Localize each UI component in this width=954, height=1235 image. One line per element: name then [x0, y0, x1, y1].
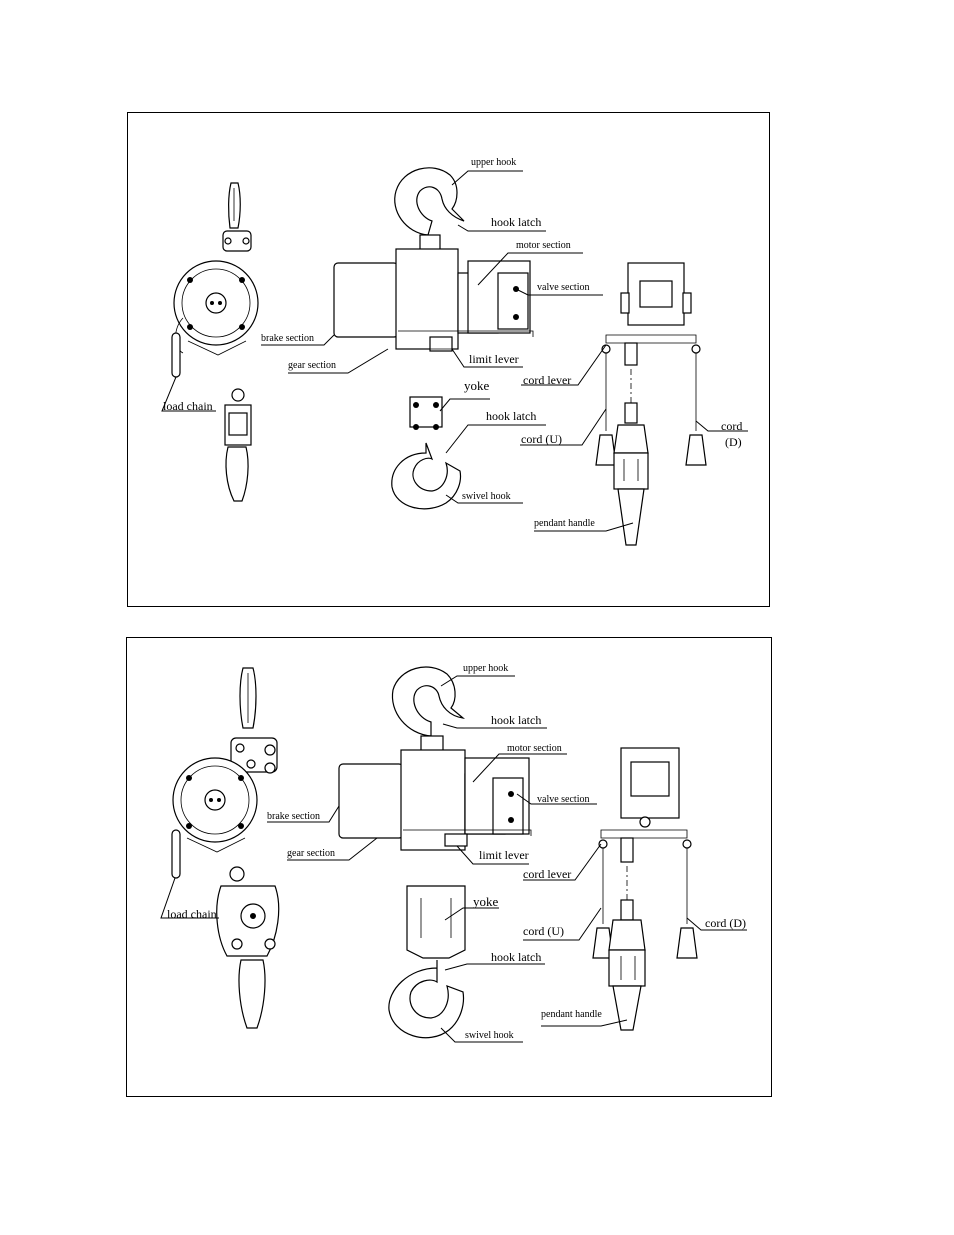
- diagram-panel-1: upper hook hook latch motor section valv…: [127, 112, 770, 607]
- label-motor-section-2: motor section: [507, 743, 562, 754]
- front-hoist-body-2: [338, 749, 532, 851]
- side-lower-block: [224, 388, 252, 502]
- front-hoist-body: [333, 248, 534, 352]
- label-cord-u: cord (U): [521, 432, 562, 446]
- label-brake-section: brake section: [261, 333, 314, 344]
- label-load-chain: load chain: [163, 399, 213, 413]
- side-hoist-body: [173, 230, 259, 356]
- label-yoke: yoke: [464, 378, 490, 393]
- label-limit-lever: limit lever: [469, 352, 519, 366]
- diagram-panel-2: upper hook hook latch motor section valv…: [126, 637, 772, 1097]
- label-cord-lever: cord lever: [523, 373, 571, 387]
- side-load-chain-2: [171, 829, 181, 879]
- label-motor-section: motor section: [516, 240, 571, 251]
- pendant-assembly: [595, 262, 707, 546]
- label-hook-latch-bottom: hook latch: [486, 409, 536, 423]
- label-hook-latch-top-2: hook latch: [491, 713, 541, 727]
- label-cord-d-2: cord (D): [705, 916, 746, 930]
- label-cord-d-2: (D): [725, 435, 742, 449]
- label-hook-latch-bottom-2: hook latch: [491, 950, 541, 964]
- side-lower-block-2: [216, 866, 280, 1029]
- label-valve-section: valve section: [537, 282, 589, 293]
- side-upper-hook: [228, 182, 241, 229]
- front-lower-block-2: [388, 885, 466, 1039]
- label-hook-latch-top: hook latch: [491, 215, 541, 229]
- label-limit-lever-2: limit lever: [479, 848, 529, 862]
- hoist-drawing-2: upper hook hook latch motor section valv…: [160, 663, 747, 1043]
- side-load-chain: [171, 332, 181, 378]
- front-lower-block: [391, 396, 462, 510]
- label-swivel-hook: swivel hook: [462, 491, 511, 502]
- label-load-chain-2: load chain: [167, 907, 217, 921]
- label-cord-d-1: cord: [721, 419, 742, 433]
- label-pendant-handle: pendant handle: [534, 518, 595, 529]
- label-upper-hook: upper hook: [471, 157, 516, 168]
- label-cord-u-2: cord (U): [523, 924, 564, 938]
- label-brake-section-2: brake section: [267, 811, 320, 822]
- pendant-assembly-2: [592, 747, 698, 1031]
- label-gear-section-2: gear section: [287, 848, 335, 859]
- label-swivel-hook-2: swivel hook: [465, 1030, 514, 1041]
- side-hoist-body-2: [172, 737, 278, 853]
- label-cord-lever-2: cord lever: [523, 867, 571, 881]
- label-yoke-2: yoke: [473, 894, 499, 909]
- label-valve-section-2: valve section: [537, 794, 589, 805]
- label-gear-section: gear section: [288, 360, 336, 371]
- hoist-drawing-1: upper hook hook latch motor section valv…: [161, 157, 748, 546]
- leader-lines-1: [161, 170, 748, 532]
- label-pendant-handle-2: pendant handle: [541, 1009, 602, 1020]
- label-upper-hook-2: upper hook: [463, 663, 508, 674]
- leader-lines-2: [160, 675, 747, 1043]
- side-upper-hook-2: [239, 667, 257, 729]
